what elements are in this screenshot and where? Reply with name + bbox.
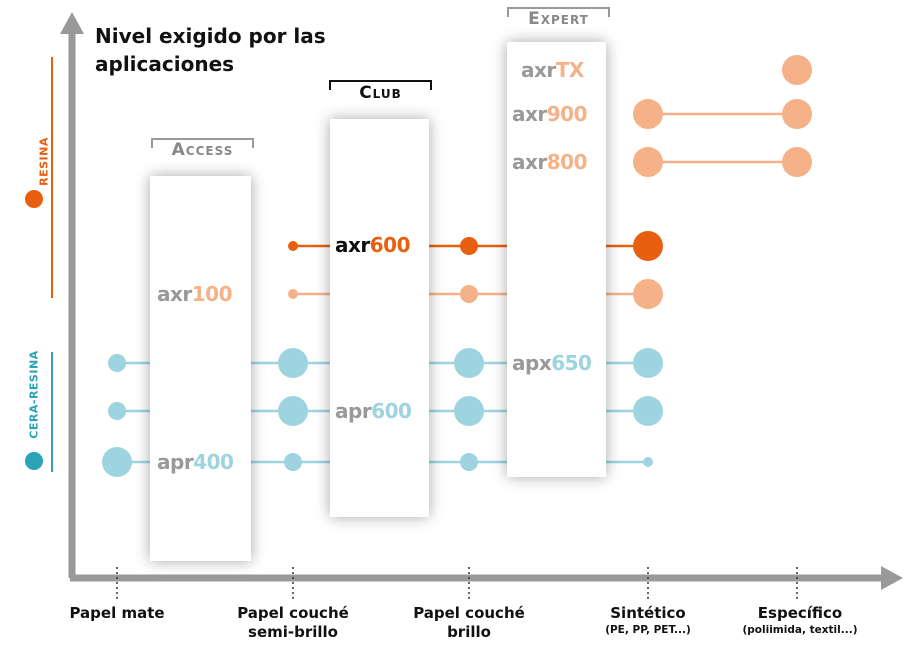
wax-row-3-dot-2 bbox=[284, 453, 302, 471]
product-axrtx: axrTX bbox=[519, 58, 586, 82]
product-axr800: axr800 bbox=[510, 150, 590, 174]
wax-row-2-dot-2 bbox=[278, 396, 308, 426]
axrtx-dot bbox=[782, 55, 812, 85]
cera-resina-side-label: CERA-RESINA bbox=[27, 350, 41, 439]
product-axr900: axr900 bbox=[510, 102, 590, 126]
y-axis-arrowhead bbox=[60, 12, 84, 34]
x-label-especifico: Específico (poliimida, textil...) bbox=[742, 604, 858, 636]
x-label-sintetico: Sintético (PE, PP, PET...) bbox=[605, 604, 691, 636]
access-bracket bbox=[151, 138, 254, 148]
x-label-papel-mate: Papel mate bbox=[69, 604, 165, 622]
wax-row-1-dot-1 bbox=[108, 354, 126, 372]
axr100-dot-3 bbox=[633, 279, 663, 309]
wax-row-1-dot-4 bbox=[633, 348, 663, 378]
access-label: Access bbox=[171, 140, 234, 160]
product-axr600: axr600 bbox=[333, 233, 413, 257]
product-apr400: apr400 bbox=[155, 450, 236, 474]
axr900-dot-1 bbox=[633, 99, 663, 129]
cera-resina-icon bbox=[25, 452, 43, 470]
axr100-dot-1 bbox=[288, 289, 298, 299]
wax-row-3-dot-3 bbox=[460, 453, 478, 471]
x-label-couche-semi: Papel couché semi-brillo bbox=[237, 604, 349, 641]
axr600-dot-1 bbox=[288, 241, 298, 251]
club-panel bbox=[330, 119, 429, 517]
axr600-dot-2 bbox=[460, 237, 478, 255]
expert-label: Expert bbox=[528, 9, 589, 29]
product-axr100: axr100 bbox=[155, 282, 235, 306]
axr800-dot-1 bbox=[633, 147, 663, 177]
access-panel bbox=[150, 176, 251, 561]
wax-row-2-dot-1 bbox=[108, 402, 126, 420]
product-apx650: apx650 bbox=[510, 351, 594, 375]
x-axis-arrowhead bbox=[881, 566, 903, 590]
axr600-dot-3 bbox=[633, 231, 663, 261]
diagram-title: Nivel exigido por las aplicaciones bbox=[95, 22, 326, 78]
title-line-2: aplicaciones bbox=[95, 52, 235, 76]
expert-bracket bbox=[507, 7, 610, 17]
wax-row-1-dot-3 bbox=[454, 348, 484, 378]
title-line-1: Nivel exigido por las bbox=[95, 24, 326, 48]
axr800-dot-2 bbox=[782, 147, 812, 177]
wax-row-2-dot-3 bbox=[454, 396, 484, 426]
product-apr600: apr600 bbox=[333, 399, 414, 423]
wax-row-3-dot-1 bbox=[102, 447, 132, 477]
axr900-dot-2 bbox=[782, 99, 812, 129]
x-label-couche-brillo: Papel couché brillo bbox=[413, 604, 525, 641]
club-label: Club bbox=[359, 83, 402, 103]
wax-row-1-dot-2 bbox=[278, 348, 308, 378]
club-bracket bbox=[329, 80, 432, 90]
wax-row-3-dot-4 bbox=[643, 457, 653, 467]
axr100-dot-2 bbox=[460, 285, 478, 303]
resina-icon bbox=[25, 190, 43, 208]
wax-row-2-dot-4 bbox=[633, 396, 663, 426]
